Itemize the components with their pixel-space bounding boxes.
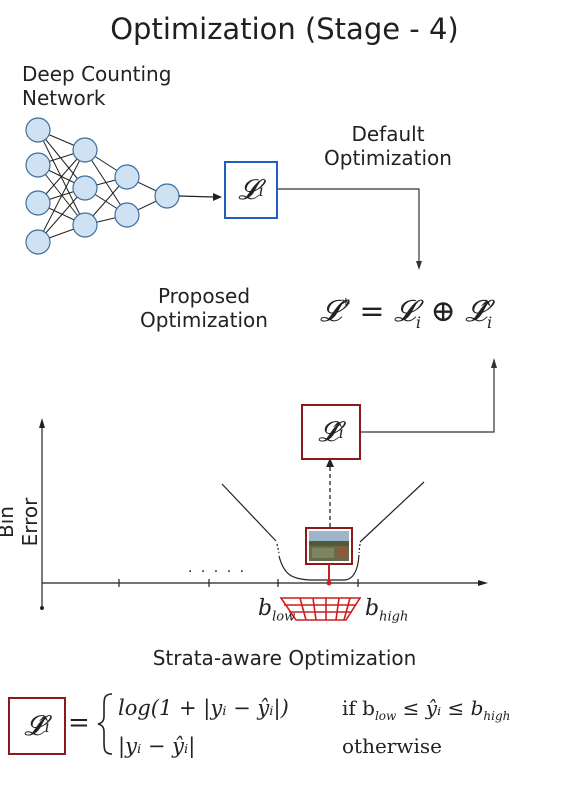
piecewise-case1-expr: log(1 + |yᵢ − ŷᵢ|): [118, 696, 289, 720]
network-to-loss-arrow: [178, 195, 215, 198]
combined-term1-sub: i: [415, 313, 421, 332]
arrowhead-icon: [213, 193, 222, 201]
proposed-optimization-line1: Proposed: [157, 284, 251, 308]
hat-loss-subscript: i: [338, 422, 344, 442]
combined-op: ⊕: [430, 294, 456, 329]
combined-term1: 𝓛: [394, 294, 416, 329]
combined-formula: 𝓛* = 𝓛i ⊕ 𝓛̂i: [320, 294, 492, 332]
network-node: [72, 175, 98, 201]
strata-caption: Strata-aware Optimization: [152, 646, 417, 670]
graph-origin-dot: [40, 606, 44, 610]
piecewise-case2-cond: otherwise: [342, 734, 442, 758]
arrowhead-icon: [478, 580, 488, 586]
b-high-letter: b: [365, 596, 380, 621]
network-node: [154, 183, 180, 209]
piecewise-case2-expr: |yᵢ − ŷᵢ|: [118, 734, 196, 758]
case1-cond-sub-high: high: [483, 709, 511, 723]
piecewise-lhs-box: 𝓛̂i: [8, 697, 66, 755]
piecewise-case1-cond: if blow ≤ ŷᵢ ≤ bhigh: [342, 696, 510, 723]
piecewise-eq: =: [68, 708, 90, 738]
b-low-label: blow: [258, 596, 295, 624]
case1-cond-prefix: if b: [342, 696, 375, 720]
network-edges: [37, 129, 168, 243]
network-node: [114, 202, 140, 228]
default-optimization-line1: Default: [351, 122, 425, 146]
bin-net-icon: [279, 597, 362, 621]
network-label-line1: Deep Counting: [22, 62, 172, 86]
hat-loss-box: 𝓛̂i: [301, 404, 361, 460]
graph-y-label: Bin Error: [0, 497, 42, 547]
combined-eq: =: [359, 294, 385, 329]
default-optimization-line2: Optimization: [324, 146, 452, 170]
arrowhead-icon: [416, 261, 422, 270]
b-high-sub: high: [379, 609, 409, 625]
combined-lhs: 𝓛: [320, 294, 342, 329]
network-node: [72, 137, 98, 163]
network-label: Deep Counting Network: [22, 62, 171, 110]
combined-lhs-sup: *: [341, 295, 350, 314]
case1-cond-sub-low: low: [374, 709, 397, 723]
b-low-letter: b: [258, 596, 273, 621]
network-node: [25, 117, 51, 143]
proposed-optimization-line2: Optimization: [140, 308, 268, 332]
b-low-sub: low: [272, 609, 296, 625]
network-node: [72, 212, 98, 238]
piecewise-lhs-symbol: 𝓛̂: [24, 709, 45, 742]
arrowhead-icon: [326, 458, 334, 467]
loss-symbol: 𝓛: [238, 173, 259, 206]
network-node: [25, 152, 51, 178]
default-optimization-label: Default Optimization: [318, 122, 458, 170]
combined-term2-sub: i: [487, 313, 493, 332]
b-high-label: bhigh: [365, 596, 408, 624]
hat-loss-symbol: 𝓛̂: [318, 415, 339, 448]
loss-subscript: i: [258, 180, 264, 200]
network-node: [114, 164, 140, 190]
arrowhead-icon: [39, 418, 45, 428]
page-title: Optimization (Stage - 4): [110, 12, 459, 46]
graph-dots: . . . . .: [188, 560, 247, 576]
thumbnail-pin: [326, 580, 332, 586]
piecewise-lhs-sub: i: [44, 716, 50, 736]
network-nodes: [25, 117, 180, 255]
arrowhead-icon: [491, 358, 497, 368]
network-node: [25, 190, 51, 216]
image-thumbnail: [305, 527, 353, 565]
combined-term2: 𝓛̂: [465, 294, 488, 329]
piecewise-brace-icon: [97, 693, 113, 755]
network-node: [25, 229, 51, 255]
default-optimization-connector: [277, 188, 420, 262]
proposed-optimization-connector: [360, 368, 495, 433]
case1-cond-mid: ≤ ŷᵢ ≤ b: [396, 696, 484, 720]
graph-ticks: [118, 579, 359, 587]
network-label-line2: Network: [22, 86, 106, 110]
error-curve: [221, 481, 425, 581]
proposed-optimization-label: Proposed Optimization: [134, 284, 274, 332]
